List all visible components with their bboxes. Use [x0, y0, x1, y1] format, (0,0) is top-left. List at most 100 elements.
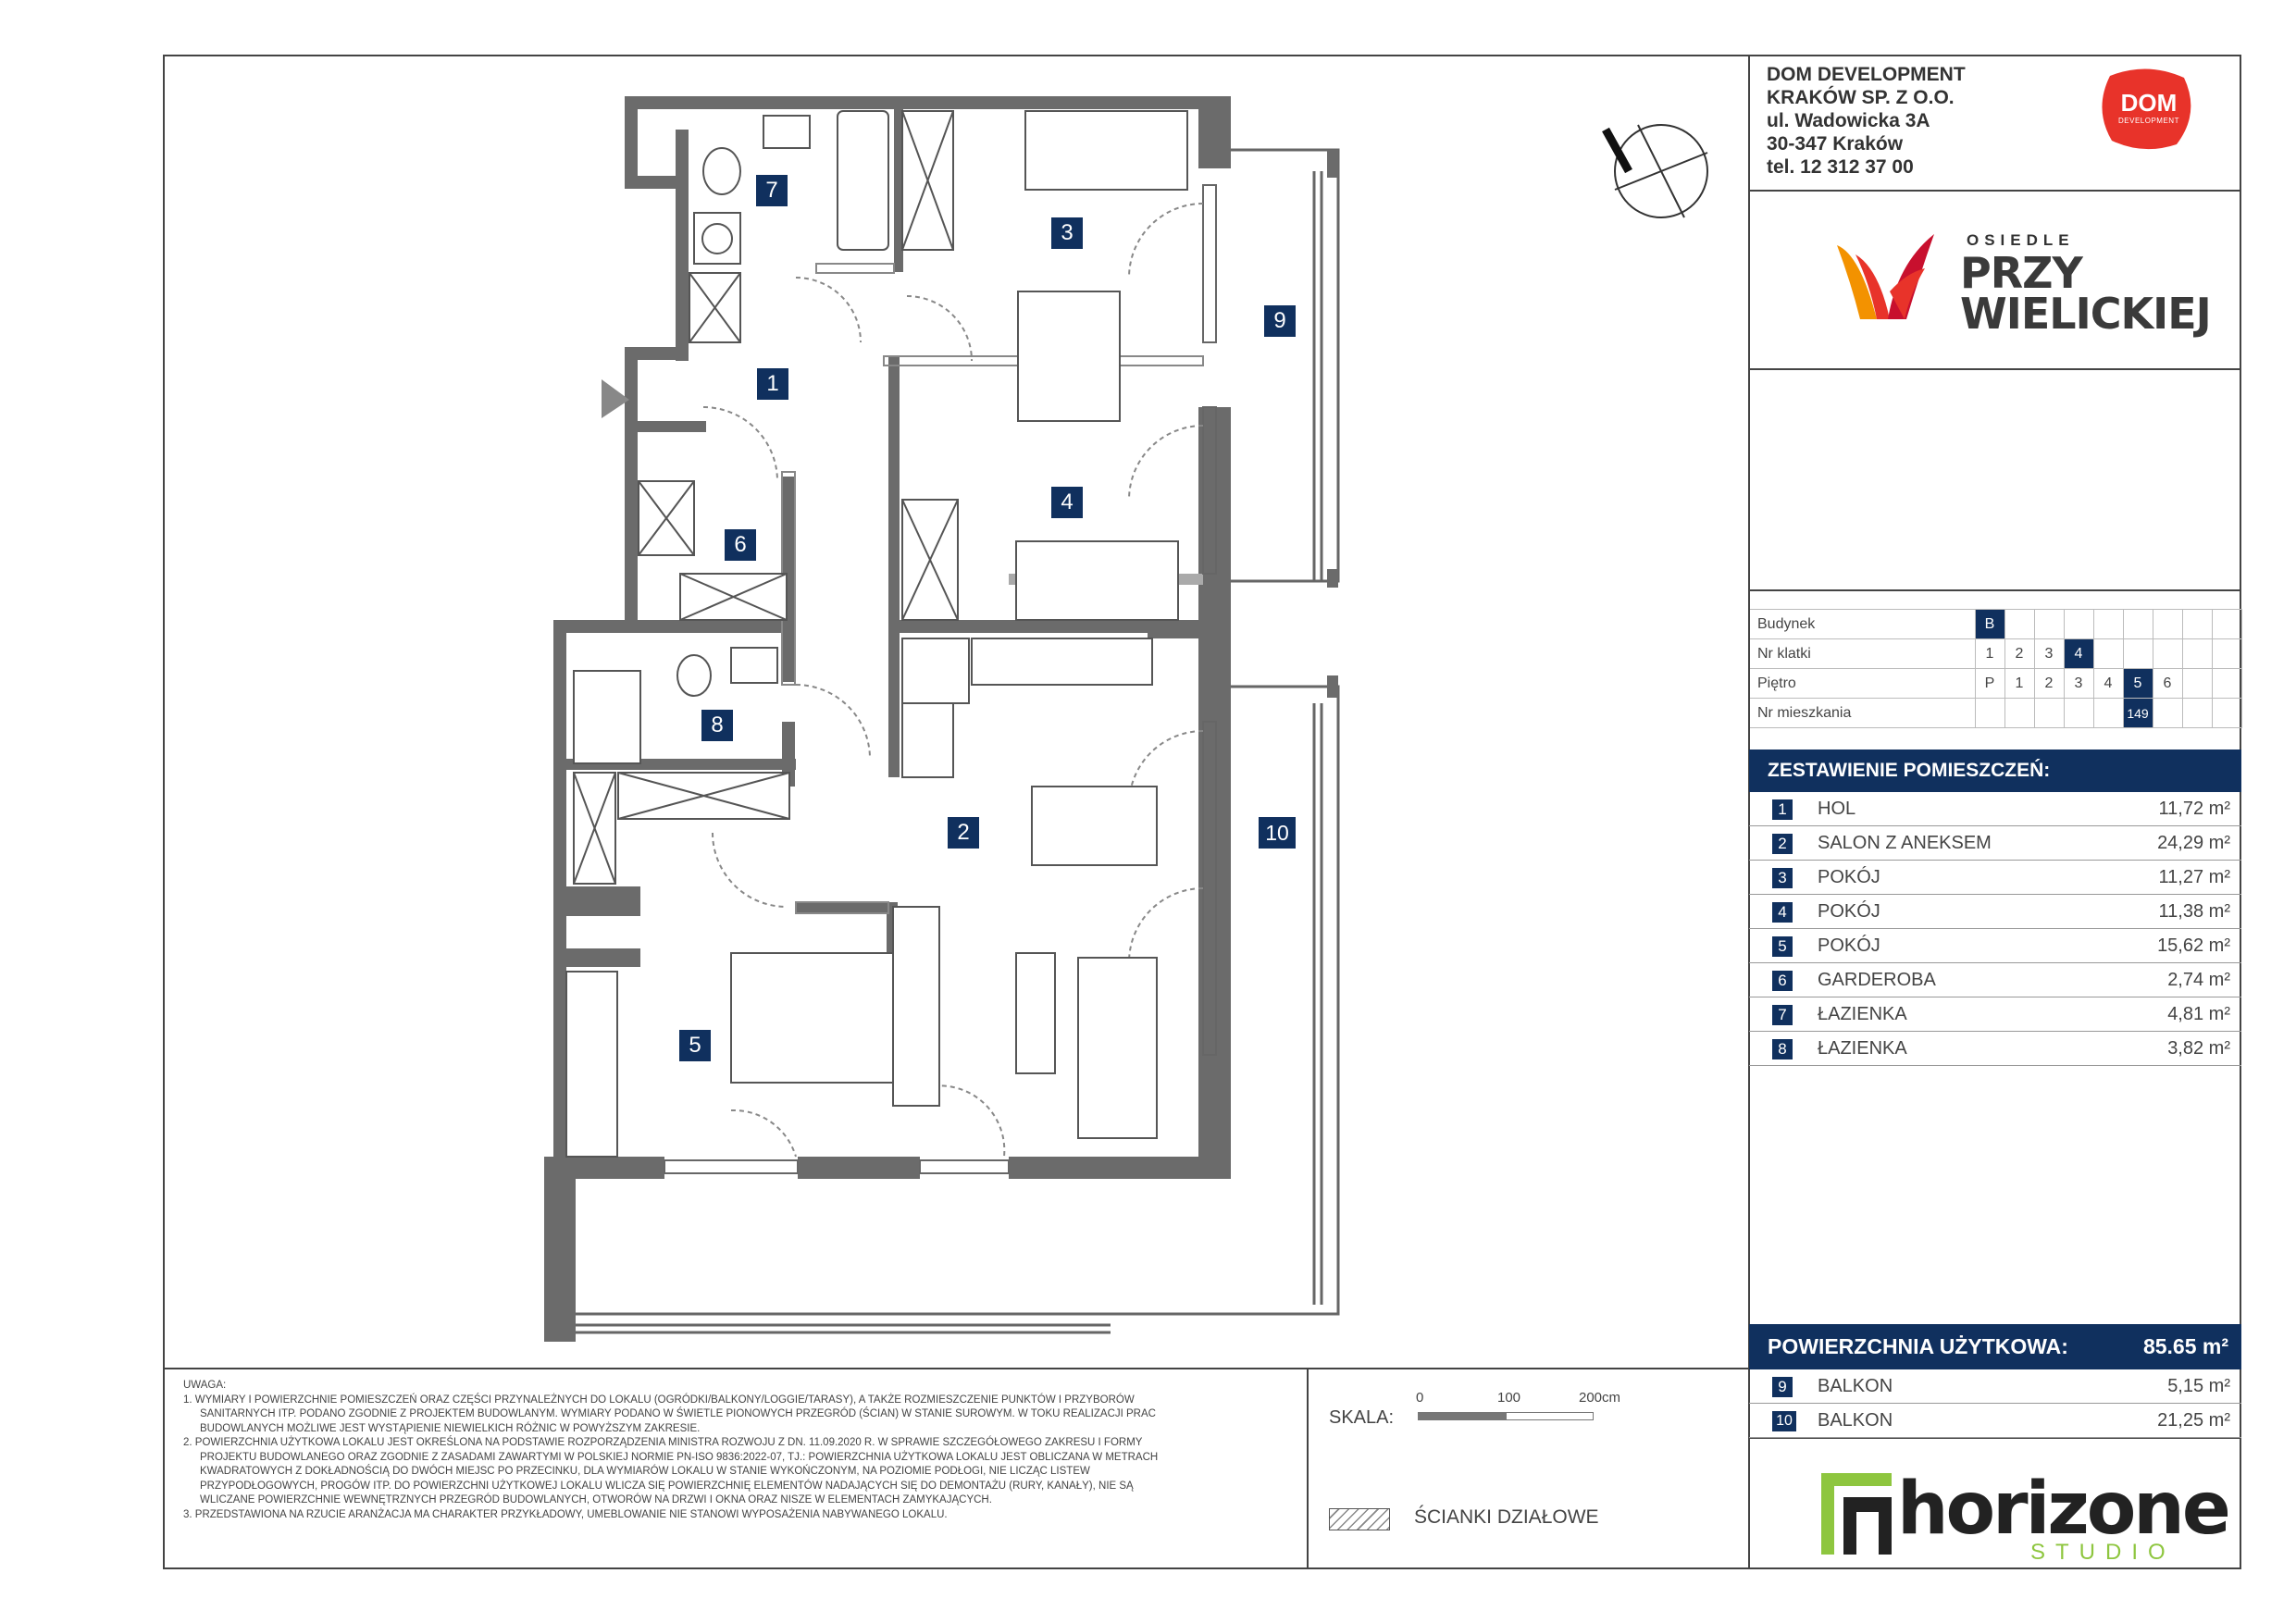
- extra-name: BALKON: [1818, 1410, 1893, 1431]
- room-name: ŁAZIENKA: [1818, 1004, 1907, 1024]
- room-name: GARDEROBA: [1818, 970, 1936, 990]
- room-name: POKÓJ: [1818, 867, 1880, 887]
- scale-tick-200: 200cm: [1579, 1390, 1621, 1406]
- info-cell: [2181, 698, 2213, 728]
- scale-label: SKALA:: [1329, 1407, 1395, 1428]
- room-number: 5: [1772, 936, 1793, 957]
- room-label-9: 9: [1264, 305, 1296, 337]
- sink: [730, 647, 778, 684]
- wall: [798, 1157, 920, 1179]
- info-cell: [2181, 609, 2213, 639]
- company-name-2: KRAKÓW SP. Z O.O.: [1767, 87, 1955, 108]
- desk: [565, 971, 618, 1158]
- note-line: KWADRATOWYCH Z DOKŁADNOŚCIĄ DO DWÓCH MIE…: [200, 1466, 1090, 1477]
- note-line: BUDOWLANYCH MOŻLIWE JEST WYSTĄPIENIE NIE…: [200, 1422, 701, 1434]
- room-name: ŁAZIENKA: [1818, 1038, 1907, 1059]
- notes-section: UWAGA: 1. WYMIARY I POWIERZCHNIE POMIESZ…: [183, 1379, 1294, 1522]
- info-label: Nr klatki: [1750, 638, 1976, 669]
- bathtub: [837, 110, 889, 251]
- room-number: 1: [1772, 799, 1793, 820]
- bed: [1024, 110, 1188, 191]
- info-cell: [2092, 609, 2124, 639]
- door-swing: [1128, 887, 1204, 963]
- door-swing: [702, 406, 778, 482]
- wall: [625, 347, 682, 360]
- info-cell: [2033, 698, 2065, 728]
- wall: [625, 176, 676, 189]
- wall: [625, 347, 638, 430]
- room-area: 11,38 m²: [2158, 901, 2230, 922]
- room-number: 2: [1772, 834, 1793, 854]
- door-swing: [1128, 203, 1204, 279]
- company-name: DOM DEVELOPMENT: [1767, 64, 1966, 85]
- balcony-wall: [1327, 569, 1338, 588]
- balcony-10: [576, 685, 1340, 1316]
- tv-unit: [1015, 952, 1056, 1074]
- info-cell-apartment-number: 149: [2122, 698, 2153, 728]
- drawing-frame: [163, 55, 2241, 1569]
- info-cell: [2181, 668, 2213, 699]
- wall: [782, 722, 795, 787]
- partition: [795, 901, 889, 914]
- info-cell: [2122, 638, 2153, 669]
- info-cell: [2063, 609, 2094, 639]
- room-name: SALON Z ANEKSEM: [1818, 833, 1992, 853]
- keyplan-divider: [1749, 589, 2241, 591]
- kitchen-counter: [971, 638, 1153, 686]
- toilet: [702, 147, 741, 195]
- info-cell: [2211, 668, 2242, 699]
- usable-area-title: POWIERZCHNIA UŻYTKOWA:: [1768, 1334, 2068, 1358]
- room-number: 4: [1772, 902, 1793, 923]
- info-row-budynek: Budynek B: [1750, 609, 2242, 639]
- scale-tick-100: 100: [1497, 1390, 1521, 1406]
- balcony-9: [1231, 148, 1340, 583]
- dom-logo-subtext: DEVELOPMENT: [2118, 117, 2179, 125]
- info-row-mieszkanie: Nr mieszkania 149: [1750, 698, 2242, 728]
- wall: [894, 96, 903, 272]
- window: [1202, 406, 1217, 575]
- info-row-klatka: Nr klatki 1 2 3 4: [1750, 638, 2242, 669]
- extra-area: 21,25 m²: [2157, 1410, 2230, 1431]
- door-swing: [730, 1109, 797, 1158]
- info-cell: 2: [2004, 638, 2035, 669]
- wall: [888, 356, 900, 620]
- balcony-wall: [1327, 150, 1338, 178]
- room-area: 15,62 m²: [2157, 935, 2230, 956]
- horizone-wordmark: horizone: [1897, 1468, 2231, 1551]
- door-swing: [712, 832, 788, 908]
- wall: [1212, 96, 1231, 133]
- wall: [553, 620, 637, 633]
- info-cell: [2122, 609, 2153, 639]
- note-line: PROJEKTU BUDOWLANEGO ORAZ ZGODNIE Z ZASA…: [200, 1451, 1159, 1463]
- info-cell: [2004, 609, 2035, 639]
- notes-title: UWAGA:: [183, 1380, 227, 1391]
- note-line: SANITARNYCH ITP. PODANO ZGODNIE Z PROJEK…: [200, 1408, 1156, 1419]
- wall: [625, 421, 706, 432]
- info-cell: [2211, 698, 2242, 728]
- bed: [730, 952, 894, 1084]
- room-number: 6: [1772, 971, 1793, 991]
- extra-area: 5,15 m²: [2167, 1376, 2230, 1396]
- room-area: 11,72 m²: [2158, 799, 2230, 819]
- osiedle-logo-mark: [1837, 234, 1934, 319]
- wall: [893, 620, 1208, 633]
- osiedle-name-1: PRZY: [1960, 248, 2083, 298]
- room-area: 2,74 m²: [2167, 970, 2230, 990]
- extra-name: BALKON: [1818, 1376, 1893, 1396]
- info-cell: [2211, 638, 2242, 669]
- dining-table: [1031, 786, 1158, 866]
- scale-bar-dark: [1418, 1412, 1506, 1420]
- window: [919, 1159, 1010, 1174]
- scale-tick-0: 0: [1416, 1390, 1424, 1406]
- horizone-studio-label: STUDIO: [2030, 1540, 2176, 1565]
- room-area: 11,27 m²: [2158, 867, 2230, 887]
- note-line: 1. WYMIARY I POWIERZCHNIE POMIESZCZEŃ OR…: [183, 1394, 1135, 1406]
- door-swing: [1128, 425, 1204, 501]
- osiedle-name-2: WIELICKIEJ: [1960, 289, 2212, 339]
- wall: [1009, 1157, 1231, 1179]
- room-label-4: 4: [1051, 487, 1083, 518]
